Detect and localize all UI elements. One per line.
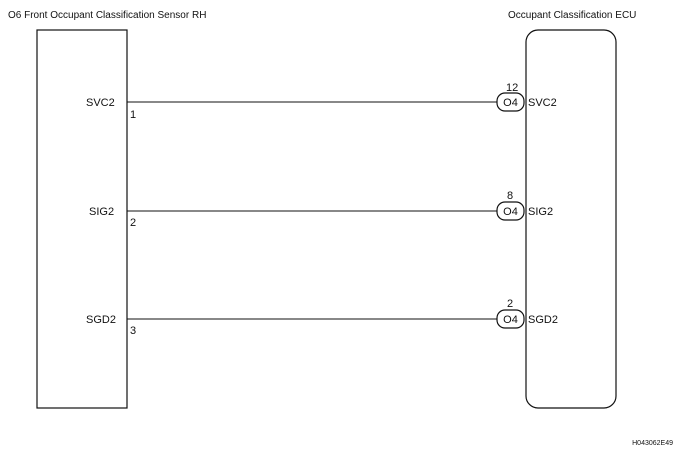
left-signal-label: SGD2: [86, 314, 116, 326]
left-component-box: [36, 29, 128, 409]
left-pin-number: 1: [130, 109, 136, 121]
wire-row: SGD2 3 2 O4 SGD2: [86, 298, 558, 337]
right-component-title: Occupant Classification ECU: [508, 10, 636, 21]
left-signal-label: SIG2: [89, 206, 114, 218]
connector-badge: [496, 201, 525, 221]
left-pin-number: 3: [130, 325, 136, 337]
wire-row: SVC2 1 12 O4 SVC2: [86, 82, 557, 121]
figure-code: H043062E49: [632, 440, 673, 447]
left-signal-label: SVC2: [86, 97, 115, 109]
left-pin-number: 2: [130, 217, 136, 229]
right-signal-label: SGD2: [528, 314, 558, 326]
connector-id: O4: [503, 314, 518, 326]
right-component-box: [525, 29, 617, 409]
right-signal-label: SIG2: [528, 206, 553, 218]
wire-row: SIG2 2 8 O4 SIG2: [89, 190, 553, 229]
right-pin-number: 12: [506, 82, 518, 94]
left-component-title: O6 Front Occupant Classification Sensor …: [8, 10, 206, 21]
right-signal-label: SVC2: [528, 97, 557, 109]
connector-id: O4: [503, 206, 518, 218]
connector-id: O4: [503, 97, 518, 109]
right-pin-number: 8: [507, 190, 513, 202]
right-pin-number: 2: [507, 298, 513, 310]
connector-badge: [496, 92, 525, 112]
connector-badge: [496, 309, 525, 329]
